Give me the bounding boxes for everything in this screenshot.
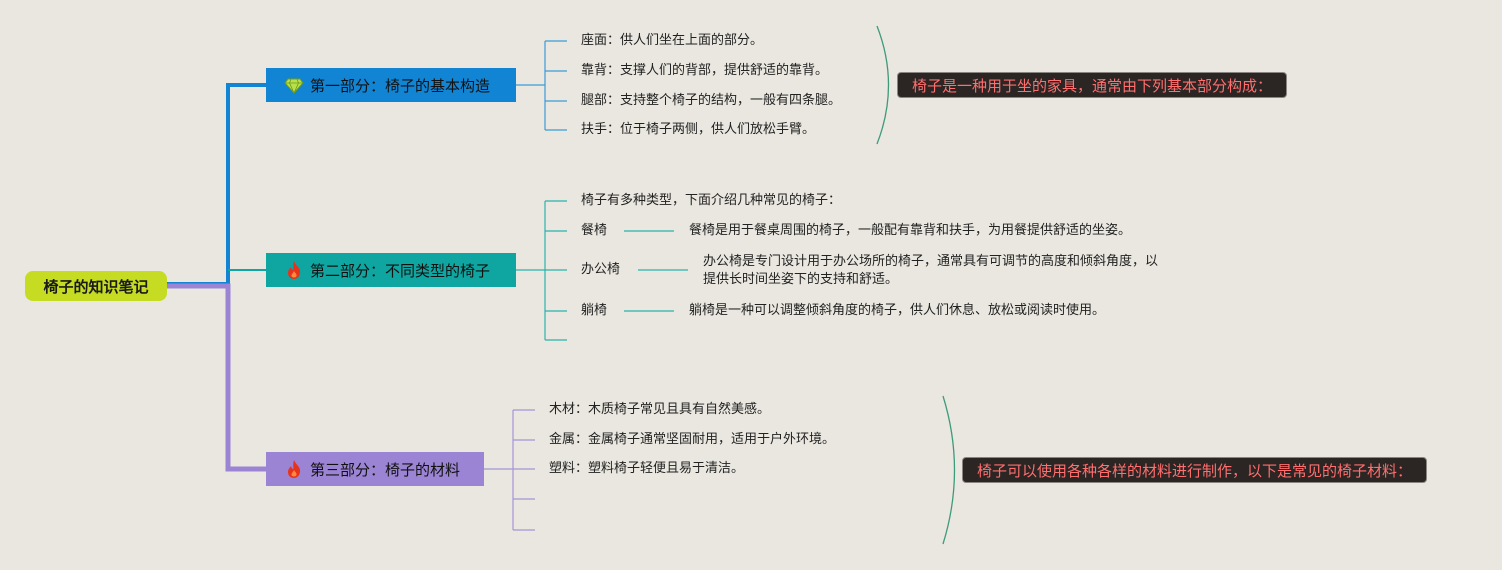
type-description-line: 办公椅是专门设计用于办公场所的椅子，通常具有可调节的高度和倾斜角度，以	[703, 254, 1159, 269]
type-description-line: 提供长时间坐姿下的支持和舒适。	[703, 272, 899, 287]
leaf-item[interactable]: 金属：金属椅子通常坚固耐用，适用于户外环境。	[549, 432, 836, 447]
branch-node-types[interactable]: 第二部分：不同类型的椅子	[266, 253, 516, 287]
leaf-item[interactable]: 腿部：支持整个椅子的结构，一般有四条腿。	[581, 93, 842, 108]
root-node[interactable]: 椅子的知识笔记	[25, 271, 167, 301]
fire-icon	[284, 260, 304, 280]
branch-node-structure[interactable]: 第一部分：椅子的基本构造	[266, 68, 516, 102]
leaf-item[interactable]: 靠背：支撑人们的背部，提供舒适的靠背。	[581, 63, 829, 78]
leaf-item[interactable]: 木材：木质椅子常见且具有自然美感。	[549, 402, 771, 417]
type-name[interactable]: 办公椅	[581, 262, 621, 277]
fire-icon	[284, 459, 304, 479]
branch-node-materials[interactable]: 第三部分：椅子的材料	[266, 452, 484, 486]
type-description[interactable]: 餐椅是用于餐桌周围的椅子，一般配有靠背和扶手，为用餐提供舒适的坐姿。	[689, 223, 1132, 238]
branch-label: 第二部分：不同类型的椅子	[310, 261, 491, 280]
type-name[interactable]: 餐椅	[581, 223, 608, 238]
type-description[interactable]: 躺椅是一种可以调整倾斜角度的椅子，供人们休息、放松或阅读时使用。	[689, 303, 1106, 318]
branch-label: 第一部分：椅子的基本构造	[310, 76, 491, 95]
leaf-item[interactable]: 塑料：塑料椅子轻便且易于清洁。	[549, 461, 745, 476]
root-label: 椅子的知识笔记	[43, 277, 149, 296]
summary-note[interactable]: 椅子是一种用于坐的家具，通常由下列基本部分构成：	[897, 72, 1288, 98]
type-description[interactable]: 办公椅是专门设计用于办公场所的椅子，通常具有可调节的高度和倾斜角度，以 提供长时…	[703, 253, 1158, 289]
leaf-item[interactable]: 扶手：位于椅子两侧，供人们放松手臂。	[581, 122, 816, 137]
branch-label: 第三部分：椅子的材料	[310, 460, 461, 479]
summary-note[interactable]: 椅子可以使用各种各样的材料进行制作，以下是常见的椅子材料：	[962, 457, 1428, 483]
diamond-icon	[284, 75, 304, 95]
leaf-item-intro[interactable]: 椅子有多种类型，下面介绍几种常见的椅子：	[581, 193, 842, 208]
type-name[interactable]: 躺椅	[581, 303, 608, 318]
leaf-item[interactable]: 座面：供人们坐在上面的部分。	[581, 33, 764, 48]
